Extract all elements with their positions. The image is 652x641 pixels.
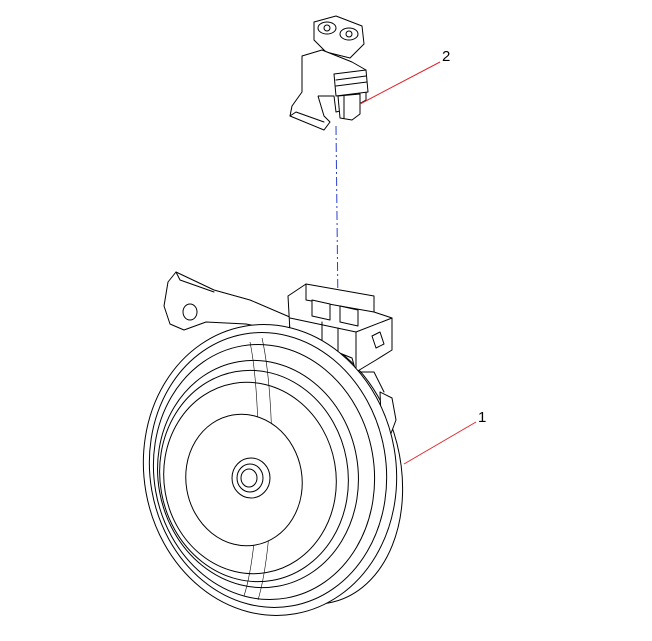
connector-plug xyxy=(289,15,369,131)
assembly-center-line xyxy=(335,125,339,309)
leader-line-1 xyxy=(403,421,477,465)
callout-label-2: 2 xyxy=(442,48,450,65)
horn-body xyxy=(142,271,404,616)
leader-line-2 xyxy=(359,61,441,105)
callout-label-1: 1 xyxy=(478,409,486,426)
